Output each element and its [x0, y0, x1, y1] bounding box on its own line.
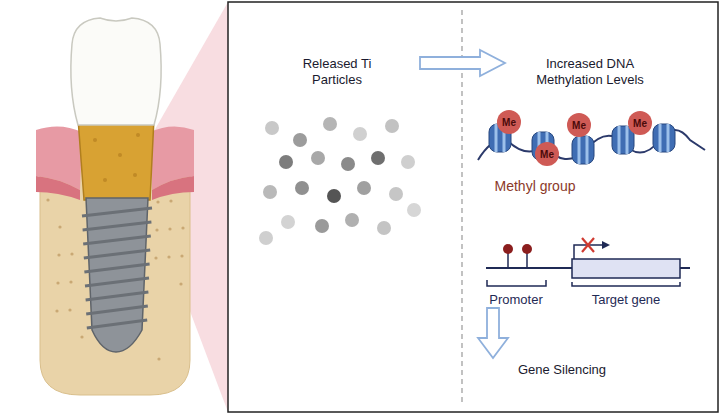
region-label: Target gene — [571, 292, 681, 308]
region-label: Promoter — [471, 292, 561, 308]
bone — [40, 165, 190, 395]
gene-box — [572, 259, 680, 278]
panel-heading: Released Ti Particles — [287, 56, 387, 87]
methyl-label: Me — [540, 149, 554, 160]
methyl-circle: Me — [628, 111, 652, 135]
block-cross — [582, 238, 594, 252]
gum-edge — [152, 176, 194, 200]
hollow-arrow — [478, 308, 508, 358]
screw-threads — [82, 208, 152, 328]
methyl-circle: Me — [535, 142, 559, 166]
hollow-arrow — [420, 50, 505, 76]
result-label: Gene Silencing — [497, 362, 627, 378]
panel-frame — [228, 2, 718, 412]
methyl-label: Me — [502, 117, 516, 128]
bracket — [487, 280, 546, 286]
abutment-texture — [93, 133, 140, 182]
abutment — [78, 118, 154, 200]
panel-heading: Increased DNA Methylation Levels — [525, 56, 655, 87]
methyl-circle: Me — [567, 113, 591, 137]
methyl-mark — [503, 244, 513, 254]
ti-particles — [259, 117, 421, 245]
methyl-mark — [522, 244, 532, 254]
methyl-label: Me — [572, 120, 586, 131]
transcription-arrow — [574, 245, 602, 259]
crown — [71, 18, 161, 125]
methyl-circle: Me — [497, 110, 521, 134]
gum-edge — [36, 176, 80, 200]
methyl-label: Me — [633, 118, 647, 129]
bone-texture — [46, 198, 184, 360]
bracket — [572, 282, 680, 286]
legend-label: Methyl group — [475, 178, 595, 195]
implant-screw — [86, 198, 148, 352]
